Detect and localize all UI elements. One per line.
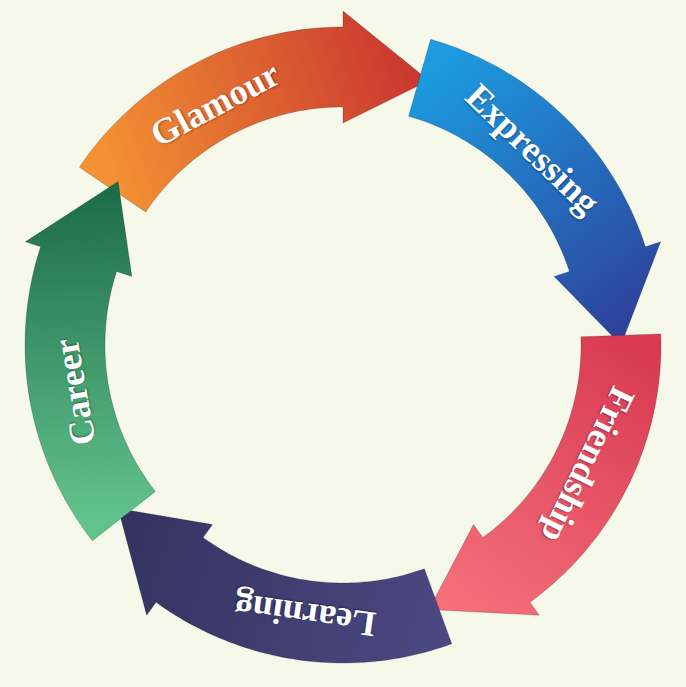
arrow-body: [429, 334, 661, 615]
arrow-shape: [77, 9, 431, 214]
arrow-shape: [116, 506, 454, 665]
arrow-body: [79, 11, 429, 212]
arrow-body: [118, 508, 452, 663]
arrow-shape: [406, 37, 663, 347]
cycle-arrow: Friendship: [426, 331, 663, 618]
arrow-shape: [23, 179, 158, 543]
arrow-shape: [426, 331, 663, 618]
cycle-arrow: Glamour: [77, 9, 431, 214]
cycle-arrow: Career: [23, 179, 158, 543]
cycle-arrow: Expressing: [406, 37, 663, 347]
arrow-body: [25, 182, 155, 541]
cycle-arrow: Learning: [116, 506, 454, 665]
arrow-body: [409, 39, 661, 345]
